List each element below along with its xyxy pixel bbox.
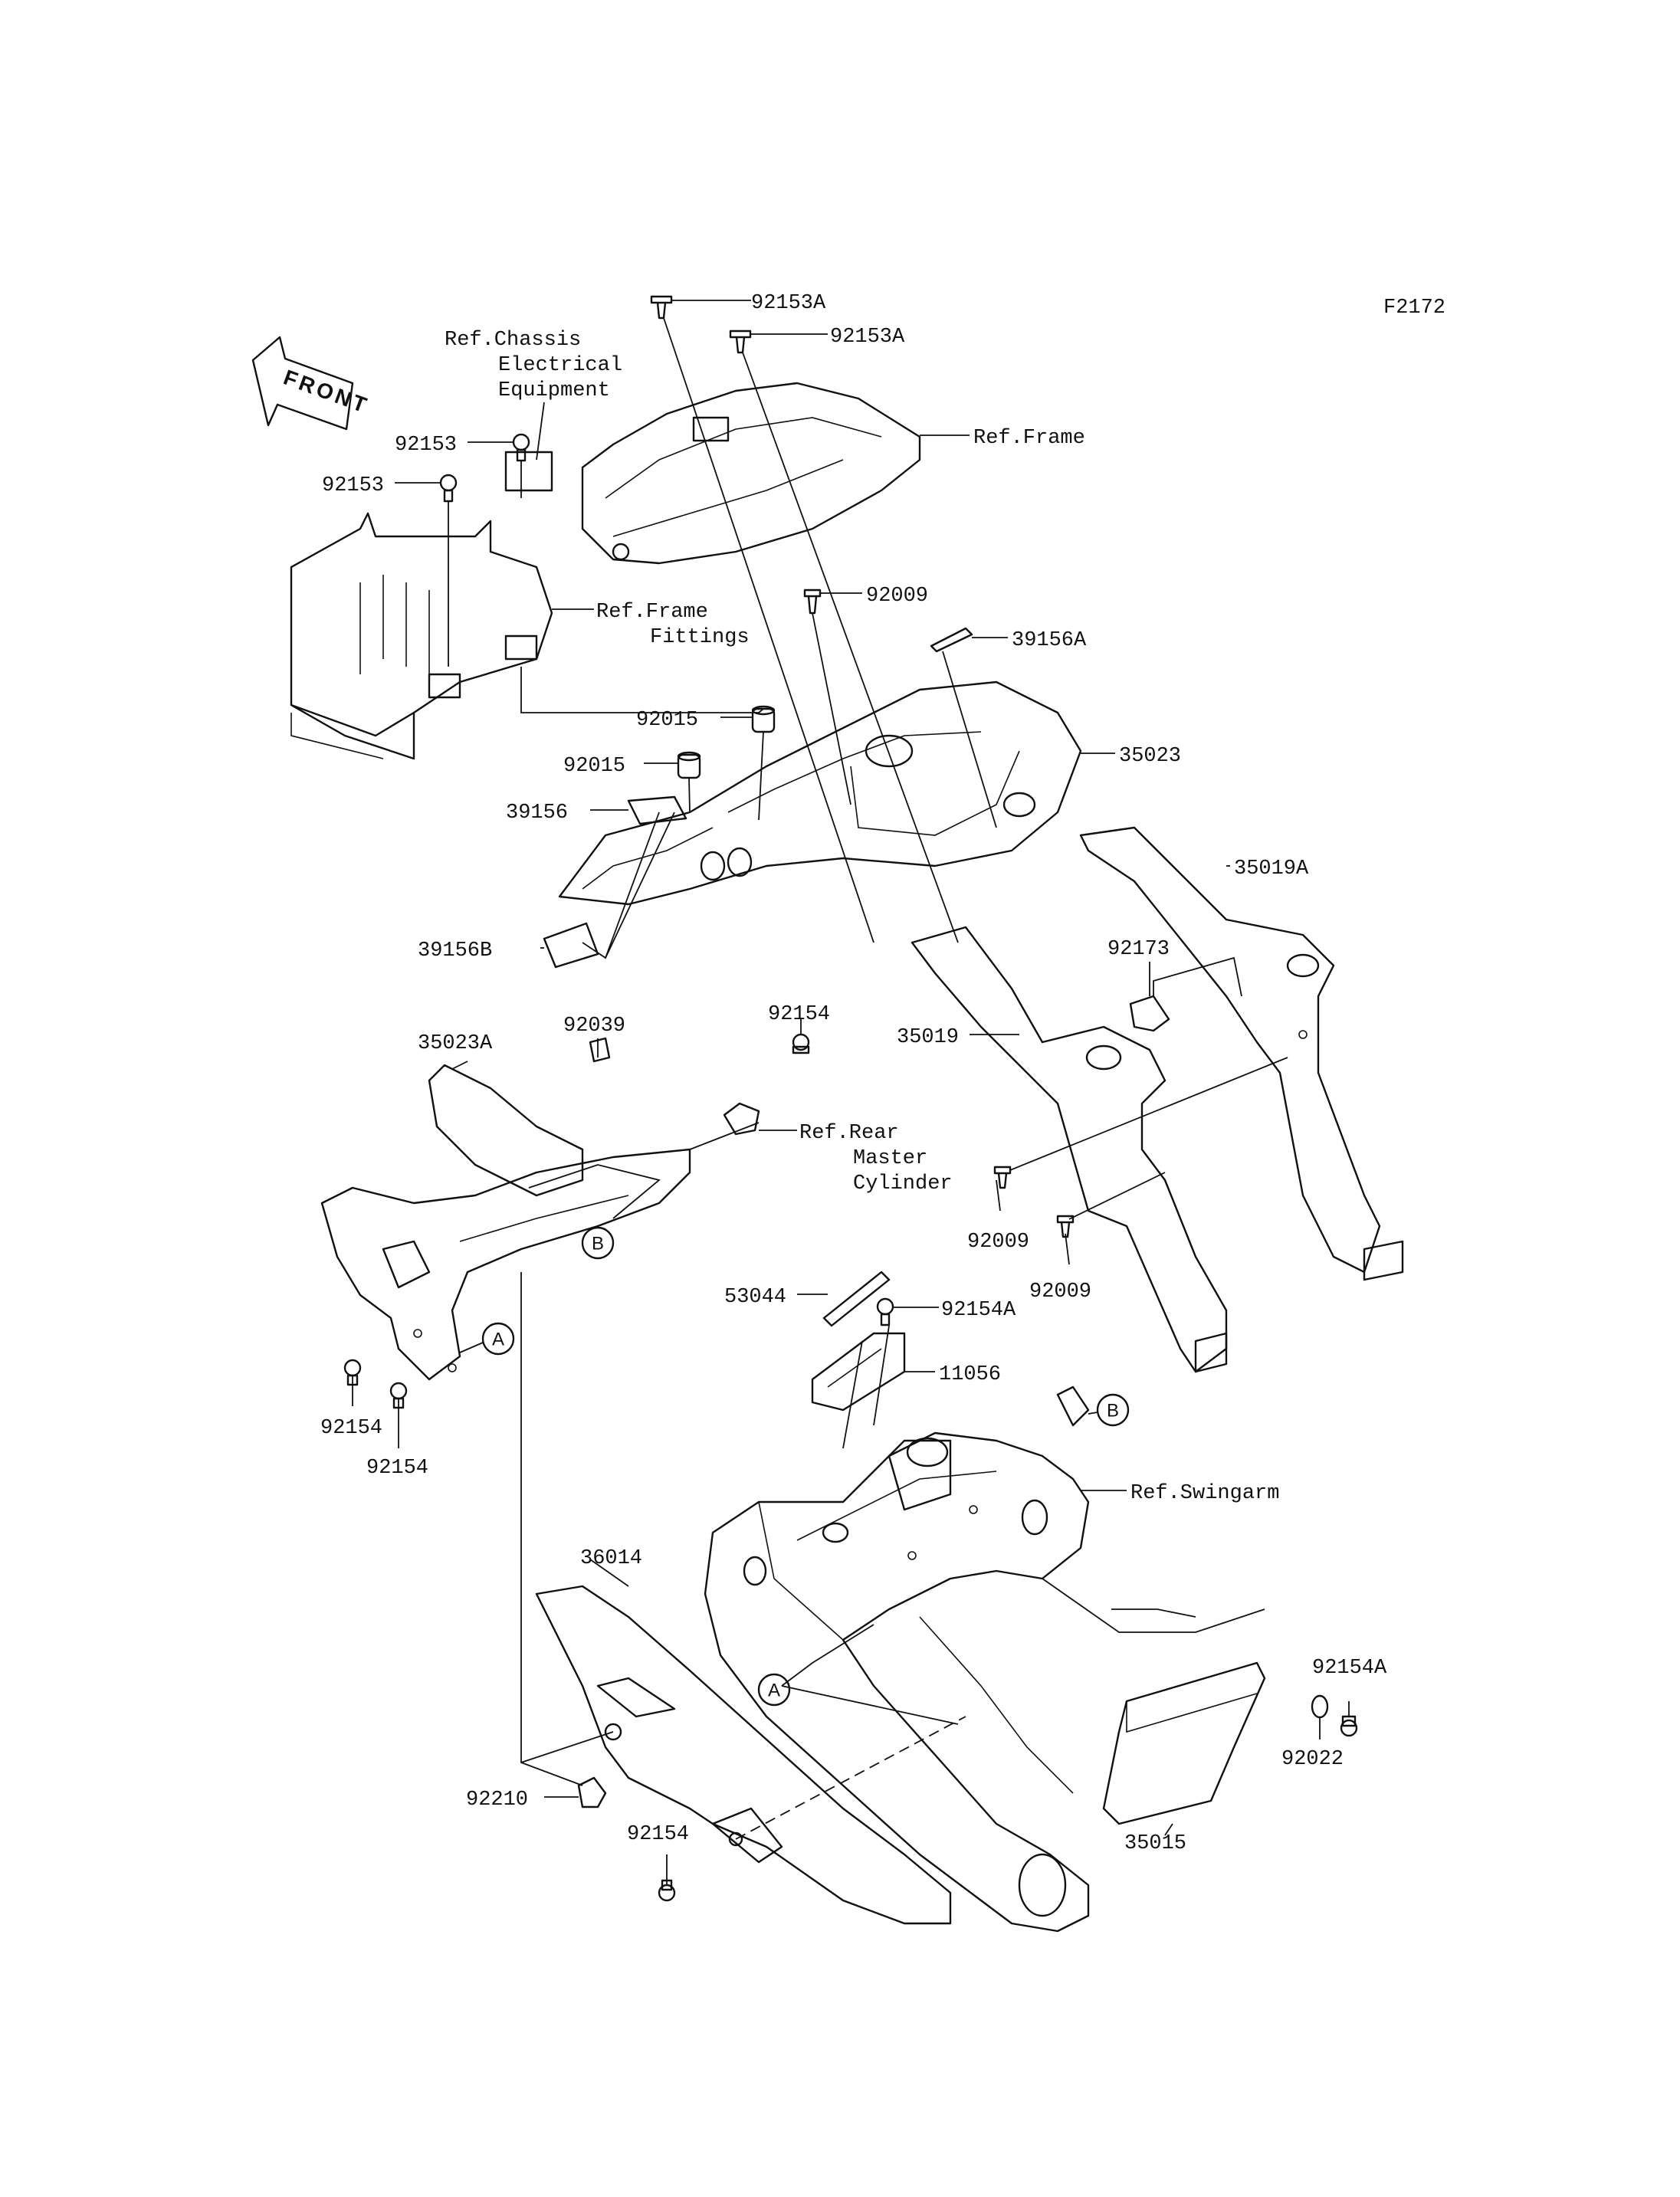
bolt-92153-1 <box>512 433 530 462</box>
label-39156B: 39156B <box>418 939 492 962</box>
label-92009-1: 92009 <box>866 585 928 608</box>
label-92153-1: 92153 <box>395 434 457 457</box>
bolt-92154A-1 <box>876 1297 894 1326</box>
label-92015-2: 92015 <box>563 755 625 778</box>
label-92154-l2: 92154 <box>366 1457 428 1480</box>
label-35019A: 35019A <box>1234 857 1309 880</box>
label-92009-3: 92009 <box>1029 1280 1091 1303</box>
label-92210: 92210 <box>466 1789 528 1812</box>
bolt-92153A-1 <box>650 295 673 320</box>
pad-39156A <box>930 627 973 653</box>
ref-swingarm: Ref.Swingarm <box>1130 1482 1279 1505</box>
label-39156: 39156 <box>506 802 568 825</box>
svg-text:B: B <box>592 1234 604 1254</box>
bolt-92154A-2 <box>1340 1715 1358 1737</box>
ref-frame: Ref.Frame <box>973 427 1085 450</box>
label-35019: 35019 <box>897 1026 959 1049</box>
svg-text:A: A <box>492 1330 504 1350</box>
label-92154-l1: 92154 <box>320 1417 382 1440</box>
ref-rear-master-line2: Master <box>853 1147 927 1170</box>
label-92039: 92039 <box>563 1015 625 1038</box>
label-92154A-2: 92154A <box>1312 1657 1387 1680</box>
label-11056: 11056 <box>939 1363 1001 1386</box>
label-92153-2: 92153 <box>322 474 384 497</box>
part-53044-pad <box>822 1271 891 1327</box>
label-92153A-1: 92153A <box>751 292 826 315</box>
label-92009-2: 92009 <box>967 1231 1029 1254</box>
label-36014: 36014 <box>580 1547 642 1570</box>
ref-rear-master-line3: Cylinder <box>853 1172 953 1195</box>
ref-frame-fittings-line1: Ref.Frame <box>596 601 708 624</box>
clip-92173 <box>1129 995 1170 1032</box>
pad-39156 <box>627 795 687 825</box>
label-92173: 92173 <box>1107 938 1170 961</box>
svg-text:B: B <box>1107 1401 1119 1421</box>
nut-92210 <box>577 1776 607 1808</box>
label-92153A-2: 92153A <box>830 326 905 349</box>
bolt-92009-1 <box>803 589 822 615</box>
label-35015: 35015 <box>1124 1832 1186 1855</box>
frame-fittings-ref-part <box>290 451 553 760</box>
ref-chassis-line2: Electrical <box>498 354 622 377</box>
label-53044: 53044 <box>724 1286 786 1309</box>
part-35019A-bracket <box>1079 826 1404 1281</box>
callout-A-lower: A <box>757 1673 791 1707</box>
label-39156A: 39156A <box>1012 629 1087 652</box>
leader-lines <box>352 300 1350 1885</box>
rear-master-cylinder-ref <box>723 1102 760 1136</box>
bolt-92009-3 <box>1056 1215 1075 1238</box>
callout-B-lower: B <box>1096 1393 1130 1427</box>
label-35023: 35023 <box>1119 745 1181 768</box>
frame-ref-part <box>581 382 921 565</box>
bolt-92154-top <box>792 1033 810 1054</box>
ref-frame-fittings-line2: Fittings <box>650 626 750 649</box>
collar-92015-1 <box>751 705 776 733</box>
svg-text:A: A <box>768 1681 780 1701</box>
rear-fender-plate <box>320 1148 691 1381</box>
bolt-92153A-2 <box>729 330 752 354</box>
clip-92039 <box>589 1037 611 1063</box>
part-35023-seat-cowl <box>558 680 1082 906</box>
label-92154-top: 92154 <box>768 1003 830 1026</box>
label-92154-bottom: 92154 <box>627 1823 689 1846</box>
bolt-92153-2 <box>439 474 458 503</box>
label-92015-1: 92015 <box>636 709 698 732</box>
collar-92015-2 <box>677 751 701 779</box>
washer-92022 <box>1311 1694 1329 1719</box>
label-92022: 92022 <box>1281 1748 1344 1771</box>
front-arrow-icon: FRONT <box>251 336 372 431</box>
hidden-line <box>735 1716 966 1840</box>
label-35023A: 35023A <box>418 1032 493 1055</box>
part-35023A-guard <box>428 1064 584 1197</box>
ref-rear-master-line1: Ref.Rear <box>799 1122 899 1145</box>
ref-chassis-line3: Equipment <box>498 379 610 402</box>
part-36014-chain-cover <box>535 1585 952 1925</box>
figure-code: F2172 <box>1383 297 1445 320</box>
ref-chassis-line1: Ref.Chassis <box>445 329 581 352</box>
callout-B-upper: B <box>581 1226 615 1260</box>
label-92154A-1: 92154A <box>941 1299 1016 1322</box>
part-35019-bracket <box>911 926 1228 1373</box>
swingarm-ref-part <box>704 1385 1090 1933</box>
callout-A-upper: A <box>481 1322 515 1356</box>
part-35015-guard <box>1102 1661 1266 1825</box>
pad-39156B <box>543 922 599 969</box>
part-11056-guide <box>811 1332 906 1412</box>
